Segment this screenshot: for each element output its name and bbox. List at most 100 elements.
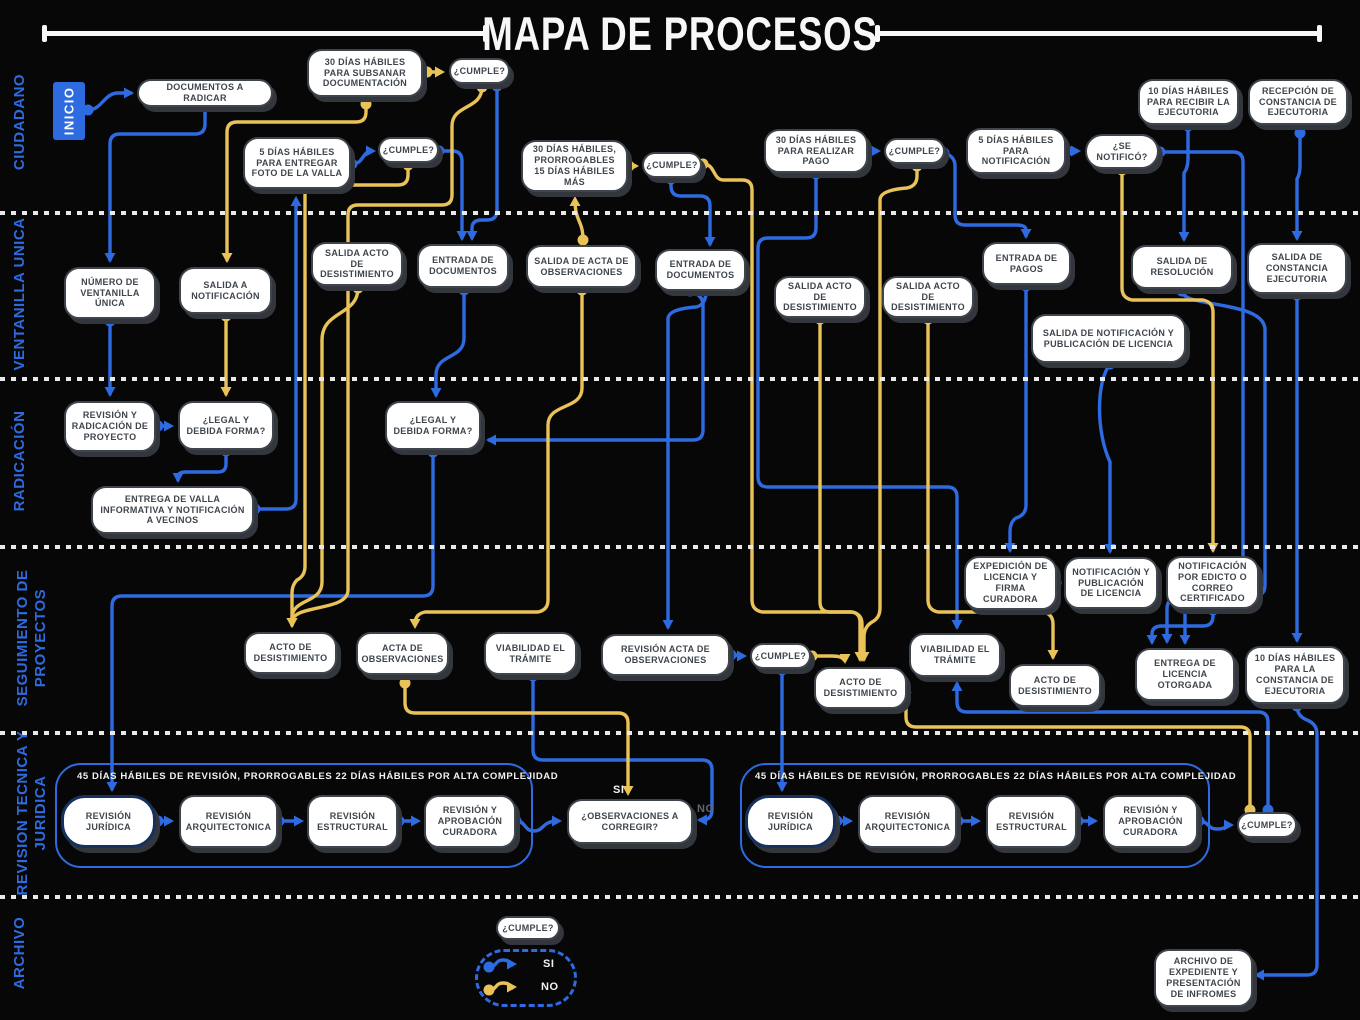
- node-dias5-notificacion: 5 DÍAS HÁBILES PARA NOTIFICACIÓN: [966, 128, 1066, 174]
- node-archivo-expediente: ARCHIVO DE EXPEDIENTE Y PRESENTACIÓN DE …: [1154, 949, 1253, 1007]
- node-label-acto-desistimiento-seg-3: ACTO DE DESISTIMIENTO: [1018, 674, 1092, 696]
- lane-separator-4: [0, 895, 1360, 899]
- node-label-numero-ventanilla-unica: NÚMERO DE VENTANILLA ÚNICA: [80, 276, 140, 309]
- node-viabilidad-tramite-1: VIABILIDAD EL TRÁMITE: [484, 632, 577, 675]
- node-cumple-1: ¿CUMPLE?: [449, 58, 510, 84]
- page-title: MAPA DE PROCESOS: [482, 7, 878, 60]
- node-salida-constancia-ejecutoria: SALIDA DE CONSTANCIA EJECUTORIA: [1247, 243, 1347, 294]
- node-recepcion-constancia-ejecutoria: RECEPCIÓN DE CONSTANCIA DE EJECUTORIA: [1248, 79, 1348, 125]
- node-label-revision-arquitectonica-1: REVISIÓN ARQUITECTONICA: [185, 810, 272, 832]
- connector-blue-14: [1291, 127, 1306, 241]
- no-label-corregir: NO: [697, 803, 715, 815]
- title-bar-right-cap: [875, 25, 880, 42]
- connector-blue-2: [104, 315, 116, 397]
- connector-blue-21: [1004, 280, 1032, 553]
- connector-blue-38: [662, 285, 712, 630]
- connector-blue-1: [104, 101, 211, 263]
- node-observaciones-a-corregir: ¿OBSERVACIONES A CORREGIR?: [567, 799, 693, 844]
- node-label-salida-notificacion-publicacion: SALIDA DE NOTIFICACIÓN Y PUBLICACIÓN DE …: [1042, 327, 1175, 349]
- node-label-revision-aprobacion-curadora-2: REVISIÓN Y APROBACIÓN CURADORA: [1118, 805, 1183, 837]
- node-label-entrega-valla: ENTREGA DE VALLA INFORMATIVA Y NOTIFICAC…: [100, 493, 245, 526]
- node-viabilidad-tramite-2: VIABILIDAD EL TRÁMITE: [909, 633, 1001, 677]
- node-label-viabilidad-tramite-1: VIABILIDAD EL TRÁMITE: [495, 642, 566, 664]
- lane-separator-3: [0, 731, 1360, 735]
- node-label-revision-juridica-1: REVISIÓN JURÍDICA: [85, 810, 132, 832]
- connector-blue-5: [249, 196, 302, 515]
- connector-blue-13: [1178, 120, 1194, 242]
- node-expedicion-licencia-firma: EXPEDICIÓN DE LICENCIA Y FIRMA CURADORA: [964, 556, 1057, 610]
- connector-yellow-51: [814, 313, 866, 662]
- node-dias10-constancia-ejecutoria: 10 DÍAS HÁBILES PARA LA CONSTANCIA DE EJ…: [1245, 646, 1345, 704]
- node-dias30-prorrogables: 30 DÍAS HÁBILES, PRORROGABLES 15 DÍAS HÁ…: [521, 140, 628, 192]
- node-label-revision-estructural-1: REVISIÓN ESTRUCTURAL: [317, 810, 388, 832]
- node-label-dias30-pago: 30 DÍAS HÁBILES PARA REALIZAR PAGO: [775, 134, 857, 167]
- node-label-inicio: INICIO: [61, 86, 77, 136]
- node-label-cumple-5: ¿CUMPLE?: [754, 650, 807, 661]
- node-label-cumple-6: ¿CUMPLE?: [1241, 819, 1293, 830]
- node-label-notificacion-publicacion-licencia: NOTIFICACIÓN Y PUBLICACIÓN DE LICENCIA: [1072, 566, 1150, 599]
- connector-blue-17: [1146, 604, 1219, 645]
- title-bar-right: [877, 31, 1320, 36]
- node-cumple-3: ¿CUMPLE?: [642, 152, 702, 178]
- lane-label-seguimiento-de-proyectos: SEGUIMIENTO DE PROYECTOS: [14, 569, 49, 707]
- node-label-revision-arquitectonica-2: REVISIÓN ARQUITECTONICA: [864, 810, 951, 832]
- node-se-notifico: ¿SE NOTIFICÓ?: [1085, 134, 1159, 169]
- node-label-revision-juridica-2: REVISIÓN JURÍDICA: [767, 810, 814, 832]
- node-label-dias10-constancia-ejecutoria: 10 DÍAS HÁBILES PARA LA CONSTANCIA DE EJ…: [1254, 653, 1336, 696]
- node-label-archivo-expediente: ARCHIVO DE EXPEDIENTE Y PRESENTACIÓN DE …: [1166, 956, 1241, 999]
- node-salida-acto-desistimiento-1: SALIDA ACTO DE DESISTIMIENTO: [311, 242, 403, 286]
- lane-label-archivo: ARCHIVO: [11, 916, 28, 990]
- node-revision-aprobacion-curadora-1: REVISIÓN Y APROBACIÓN CURADORA: [424, 795, 516, 848]
- node-entrada-documentos-1: ENTRADA DE DOCUMENTOS: [417, 244, 509, 288]
- node-notificacion-publicacion-licencia: NOTIFICACIÓN Y PUBLICACIÓN DE LICENCIA: [1064, 557, 1158, 609]
- container-revision-2-label: 45 DÍAS HÁBILES DE REVISIÓN, PRORROGABLE…: [755, 771, 1237, 782]
- connector-blue-7: [433, 145, 468, 241]
- title-bar-left-cap: [483, 25, 488, 42]
- connector-blue-20: [1097, 358, 1116, 554]
- node-entrada-documentos-2: ENTRADA DE DOCUMENTOS: [655, 249, 746, 291]
- title-bar-right-cap: [1317, 25, 1322, 42]
- lane-label-ciudadano: CIUDADANO: [11, 73, 28, 171]
- node-cumple-6: ¿CUMPLE?: [1237, 812, 1297, 838]
- node-label-entrada-documentos-2: ENTRADA DE DOCUMENTOS: [666, 259, 735, 280]
- node-revision-arquitectonica-2: REVISIÓN ARQUITECTONICA: [858, 795, 957, 848]
- connector-blue-22: [756, 168, 963, 630]
- node-acto-desistimiento-seg-2: ACTO DE DESISTIMIENTO: [814, 667, 907, 709]
- node-label-expedicion-licencia-firma: EXPEDICIÓN DE LICENCIA Y FIRMA CURADORA: [973, 561, 1048, 604]
- node-label-cumple-legend: ¿CUMPLE?: [502, 922, 554, 933]
- node-dias5-foto-valla: 5 DÍAS HÁBILES PARA ENTREGAR FOTO DE LA …: [243, 137, 351, 189]
- lane-label-radicacion: RADICACIÓN: [11, 410, 28, 512]
- node-revision-acta-observaciones: REVISIÓN ACTA DE OBSERVACIONES: [601, 634, 730, 676]
- connector-yellow-50: [858, 160, 923, 662]
- node-label-observaciones-a-corregir: ¿OBSERVACIONES A CORREGIR?: [581, 810, 679, 832]
- connector-blue-8: [466, 80, 503, 241]
- node-label-documentos-a-radicar: DOCUMENTOS A RADICAR: [166, 82, 244, 103]
- no-label-legend: NO: [541, 981, 559, 993]
- node-numero-ventanilla-unica: NÚMERO DE VENTANILLA ÚNICA: [64, 267, 156, 319]
- node-label-legal-debida-forma-1: ¿LEGAL Y DEBIDA FORMA?: [186, 414, 266, 436]
- node-label-cumple-4: ¿CUMPLE?: [888, 145, 941, 156]
- connector-yellow-41: [421, 66, 445, 78]
- node-label-recepcion-constancia-ejecutoria: RECEPCIÓN DE CONSTANCIA DE EJECUTORIA: [1259, 85, 1337, 118]
- node-label-revision-radicacion-proyecto: REVISIÓN Y RADICACIÓN DE PROYECTO: [71, 410, 149, 442]
- node-cumple-2: ¿CUMPLE?: [378, 137, 439, 163]
- node-revision-arquitectonica-1: REVISIÓN ARQUITECTONICA: [179, 795, 278, 848]
- connector-yellow-45: [286, 282, 364, 628]
- node-label-cumple-3: ¿CUMPLE?: [646, 159, 698, 170]
- node-label-dias5-notificacion: 5 DÍAS HÁBILES PARA NOTIFICACIÓN: [978, 134, 1054, 167]
- lane-separator-1: [0, 377, 1360, 381]
- connector-blue-0: [82, 87, 134, 116]
- node-revision-juridica-2: REVISIÓN JURÍDICA: [745, 795, 836, 848]
- connector-yellow-43: [220, 310, 232, 397]
- node-acta-observaciones: ACTA DE OBSERVACIONES: [356, 632, 449, 675]
- node-acto-desistimiento-seg-3: ACTO DE DESISTIMIENTO: [1009, 664, 1101, 707]
- lane-separator-2: [0, 545, 1360, 549]
- node-label-cumple-1: ¿CUMPLE?: [453, 65, 506, 76]
- node-salida-a-notificacion: SALIDA A NOTIFICACIÓN: [179, 267, 272, 314]
- node-label-acto-desistimiento-seg-1: ACTO DE DESISTIMIENTO: [253, 642, 328, 663]
- node-label-acto-desistimiento-seg-2: ACTO DE DESISTIMIENTO: [823, 677, 898, 698]
- node-dias30-pago: 30 DÍAS HÁBILES PARA REALIZAR PAGO: [764, 129, 868, 173]
- node-label-cumple-2: ¿CUMPLE?: [382, 144, 435, 155]
- node-label-salida-acto-desistimiento-1: SALIDA ACTO DE DESISTIMIENTO: [320, 247, 394, 280]
